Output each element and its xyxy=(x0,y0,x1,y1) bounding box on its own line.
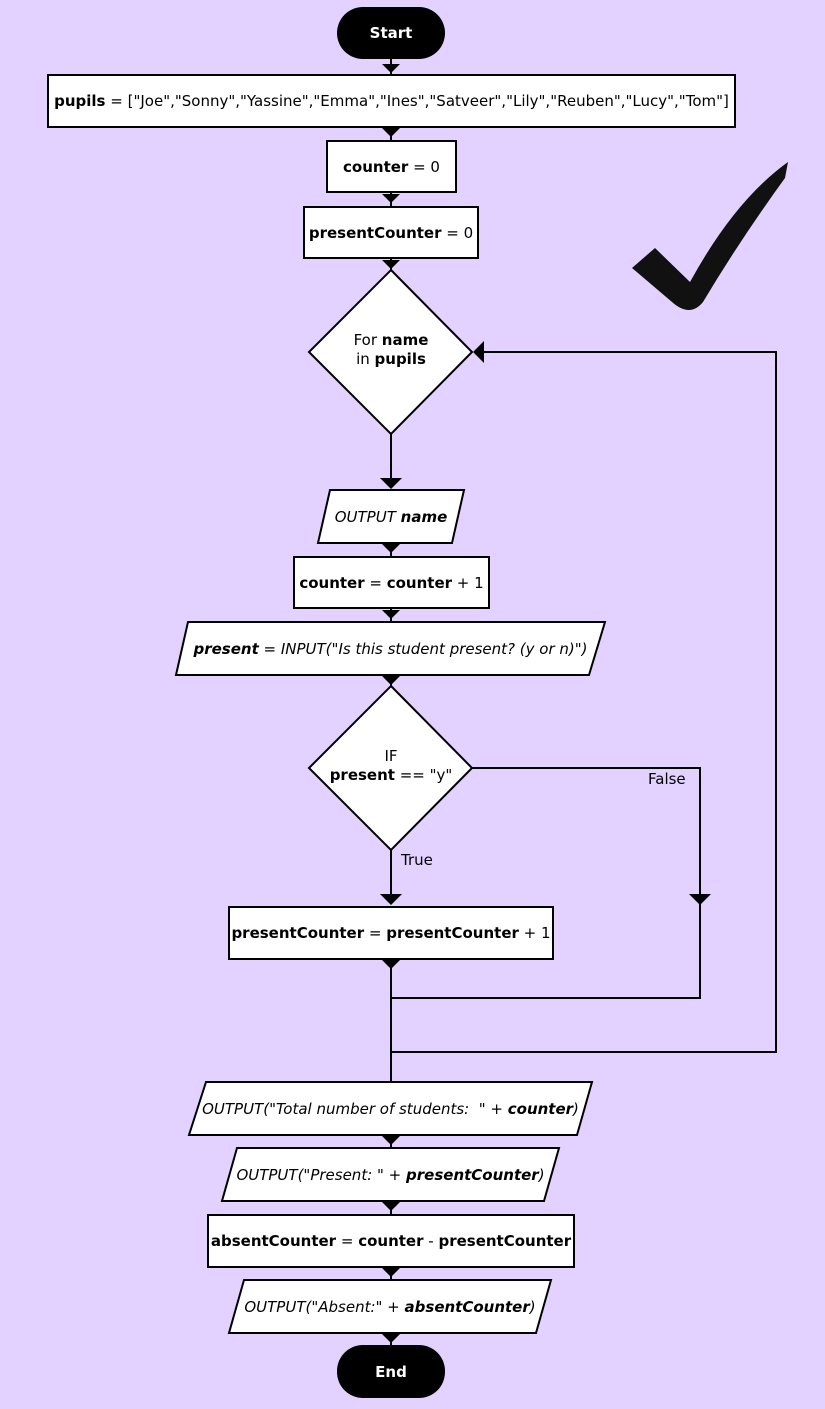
if-keyword: IF xyxy=(384,747,398,765)
present-inc-var: presentCounter xyxy=(231,924,365,942)
assign-op: = xyxy=(105,92,128,110)
pupils-list: ["Joe","Sonny","Yassine","Emma","Ines","… xyxy=(127,92,729,110)
output-total: OUTPUT("Total number of students: " + co… xyxy=(189,1082,592,1135)
input-present-shape xyxy=(174,621,607,676)
present-counter-var: presentCounter xyxy=(308,223,442,242)
output-absent-prefix: OUTPUT("Absent:" + xyxy=(244,1297,405,1316)
false-label: False xyxy=(648,770,686,788)
loop-back-connector xyxy=(391,351,777,1053)
present-counter-init-rest: = 0 xyxy=(441,223,474,242)
output-present-shape xyxy=(220,1147,561,1202)
true-label: True xyxy=(401,851,433,869)
loop-in: in xyxy=(356,350,375,368)
if-diamond xyxy=(307,684,474,852)
counter-init-rest: = 0 xyxy=(408,157,440,176)
absent-calc-var3: presentCounter xyxy=(438,1232,572,1250)
if-text: IF present == "y" xyxy=(320,747,462,785)
start-label: Start xyxy=(369,24,413,42)
pupils-var: pupils xyxy=(54,92,106,110)
output-name-var: name xyxy=(400,507,448,526)
output-total-shape xyxy=(187,1081,594,1136)
absent-calc-box: absentCounter = counter - presentCounter xyxy=(207,1214,575,1268)
counter-init-box: counter = 0 xyxy=(326,140,457,193)
loop-list: pupils xyxy=(374,350,426,368)
output-present-suffix: ) xyxy=(538,1165,545,1184)
absent-calc-eq: = xyxy=(336,1232,359,1250)
if-var: present xyxy=(329,766,395,784)
output-name-prefix: OUTPUT xyxy=(334,507,401,526)
present-counter-init-box: presentCounter = 0 xyxy=(303,206,479,259)
pupils-assign-box: pupils = ["Joe","Sonny","Yassine","Emma"… xyxy=(47,74,736,128)
counter-inc-eq: = xyxy=(364,573,387,592)
output-name-shape xyxy=(316,489,466,544)
output-present: OUTPUT("Present: " + presentCounter) xyxy=(222,1148,559,1201)
counter-inc-rest: + 1 xyxy=(452,573,484,592)
output-absent-var: absentCounter xyxy=(404,1297,530,1316)
input-present-rest: = INPUT("Is this student present? (y or … xyxy=(258,639,588,658)
output-total-suffix: ) xyxy=(573,1099,579,1118)
counter-inc-var: counter xyxy=(299,573,365,592)
loop-diamond xyxy=(307,268,474,436)
present-inc-eq: = xyxy=(364,924,387,942)
output-present-var: presentCounter xyxy=(406,1165,539,1184)
input-present-var: present xyxy=(193,639,259,658)
output-present-prefix: OUTPUT("Present: " + xyxy=(236,1165,407,1184)
counter-inc-var2: counter xyxy=(386,573,453,592)
output-total-var: counter xyxy=(507,1099,574,1118)
input-present: present = INPUT("Is this student present… xyxy=(176,622,605,675)
if-rest: == "y" xyxy=(394,766,453,784)
end-terminal: End xyxy=(337,1345,445,1398)
absent-calc-var2: counter xyxy=(358,1232,424,1250)
present-inc-var2: presentCounter xyxy=(386,924,519,942)
present-inc-box: presentCounter = presentCounter + 1 xyxy=(228,906,554,960)
start-terminal: Start xyxy=(337,7,445,59)
loop-for: For xyxy=(353,331,382,349)
output-absent: OUTPUT("Absent:" + absentCounter) xyxy=(229,1280,551,1333)
end-label: End xyxy=(375,1362,407,1381)
output-absent-suffix: ) xyxy=(529,1297,536,1316)
present-inc-rest: + 1 xyxy=(518,924,551,942)
counter-var: counter xyxy=(343,157,409,176)
absent-calc-var: absentCounter xyxy=(210,1232,337,1250)
output-name: OUTPUT name xyxy=(318,490,464,543)
loop-text: For name in pupils xyxy=(330,331,452,369)
loop-var: name xyxy=(381,331,429,349)
absent-calc-minus: - xyxy=(423,1232,439,1250)
false-branch-connector xyxy=(391,767,701,999)
counter-inc-box: counter = counter + 1 xyxy=(293,556,490,609)
output-absent-shape xyxy=(227,1279,553,1334)
output-total-prefix: OUTPUT("Total number of students: " + xyxy=(202,1099,508,1118)
check-mark-icon xyxy=(632,162,788,310)
